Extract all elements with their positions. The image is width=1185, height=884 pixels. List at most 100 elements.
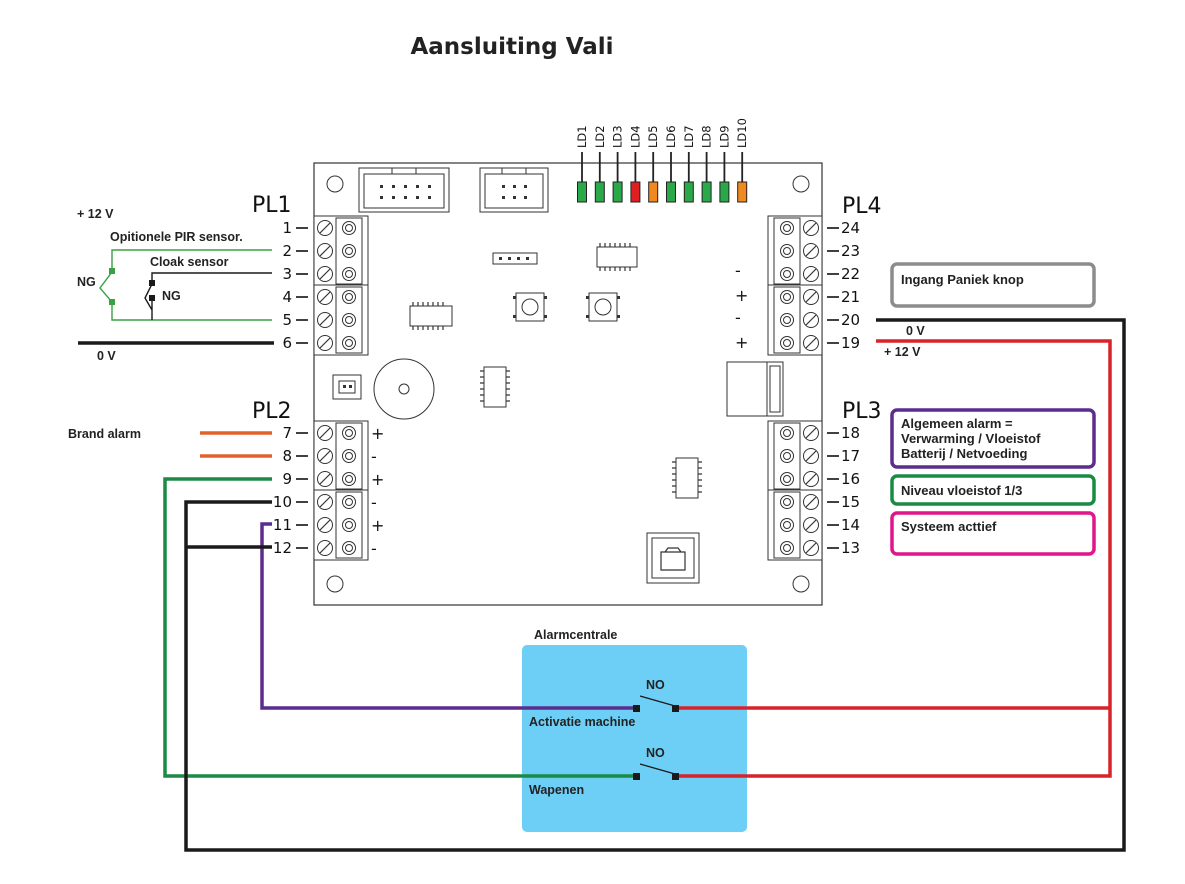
pin-number: 13 bbox=[841, 539, 860, 557]
switch-top-label: Activatie machine bbox=[529, 715, 635, 729]
polarity-mark: - bbox=[371, 539, 377, 558]
pin-number: 24 bbox=[841, 219, 860, 237]
push-button-icon bbox=[513, 292, 547, 322]
header-10pin bbox=[358, 167, 450, 213]
pin-number: 12 bbox=[273, 539, 292, 557]
pin-number: 17 bbox=[841, 447, 860, 465]
main-wiring bbox=[163, 318, 1126, 852]
pin-number: 10 bbox=[273, 493, 292, 511]
general-alarm-box bbox=[890, 408, 1096, 469]
led-label: LD7 bbox=[682, 125, 696, 148]
label-plus-12v-right: + 12 V bbox=[884, 345, 921, 359]
label-0v-right: 0 V bbox=[906, 324, 925, 338]
polarity-mark: - bbox=[371, 493, 377, 512]
led-icon bbox=[630, 181, 641, 203]
polarity-labels: +-+-+--+-+ bbox=[371, 261, 748, 558]
connector-label-pl2: PL2 bbox=[252, 399, 292, 424]
mounting-hole-icon bbox=[326, 575, 344, 593]
ic-chip-icon bbox=[480, 366, 510, 408]
label-pir-sensor: Opitionele PIR sensor. bbox=[110, 230, 243, 244]
switch-top-state: NO bbox=[646, 678, 665, 692]
general-alarm-line-3: Batterij / Netvoeding bbox=[901, 446, 1027, 461]
led-icon bbox=[594, 181, 605, 203]
switch-bottom-label: Wapenen bbox=[529, 783, 584, 797]
pin-number: 5 bbox=[282, 311, 292, 329]
pin-number: 20 bbox=[841, 311, 860, 329]
led-label: LD10 bbox=[735, 118, 749, 148]
pin-number: 21 bbox=[841, 288, 860, 306]
usb-port-icon bbox=[646, 532, 700, 584]
led-icon bbox=[666, 181, 676, 203]
pin-number: 22 bbox=[841, 265, 860, 283]
polarity-mark: + bbox=[735, 333, 748, 352]
switch-top-icon bbox=[633, 695, 679, 712]
switch-bottom-state: NO bbox=[646, 746, 665, 760]
pin-number: 6 bbox=[282, 334, 292, 352]
panic-input-label: Ingang Paniek knop bbox=[901, 272, 1024, 287]
general-alarm-line-1: Algemeen alarm = bbox=[901, 416, 1013, 431]
activation-wire bbox=[260, 522, 636, 710]
polarity-mark: + bbox=[371, 516, 384, 535]
liquid-level-box bbox=[890, 474, 1096, 506]
led-icon bbox=[737, 181, 748, 203]
connector-label-pl4: PL4 bbox=[842, 194, 882, 219]
contact-point-icon bbox=[109, 268, 115, 274]
ground-loop-wire bbox=[184, 318, 1126, 852]
plus-12v-wire bbox=[676, 339, 1112, 778]
polarity-mark: - bbox=[371, 447, 377, 466]
terminal-block-left bbox=[313, 215, 369, 561]
alarm-panel-box bbox=[522, 645, 747, 832]
pin-number: 11 bbox=[273, 516, 292, 534]
label-ng-inner: NG bbox=[162, 289, 181, 303]
led-icon bbox=[612, 181, 623, 203]
pin-number: 9 bbox=[282, 470, 292, 488]
sensor-wiring: + 12 V Opitionele PIR sensor. NG Cloak s… bbox=[68, 207, 274, 458]
panic-input-box bbox=[890, 262, 1096, 308]
led-icon bbox=[648, 181, 659, 203]
polarity-mark: + bbox=[371, 424, 384, 443]
cloak-sensor-wire bbox=[144, 272, 272, 320]
contact-point-icon bbox=[149, 280, 155, 286]
label-ng-left: NG bbox=[77, 275, 96, 289]
label-plus-12v-top: + 12 V bbox=[77, 207, 114, 221]
system-active-label: Systeem acttief bbox=[901, 519, 997, 534]
relay-icon bbox=[726, 361, 784, 417]
ic-chip-icon bbox=[672, 457, 702, 499]
led-label: LD4 bbox=[628, 125, 642, 148]
alarm-panel-title: Alarmcentrale bbox=[534, 628, 617, 642]
jumper-icon bbox=[332, 374, 362, 400]
led-label: LD3 bbox=[611, 125, 625, 148]
polarity-mark: - bbox=[735, 261, 741, 280]
led-label: LD6 bbox=[664, 125, 678, 148]
pin-number: 23 bbox=[841, 242, 860, 260]
contact-point-icon bbox=[149, 295, 155, 301]
switch-bottom-icon bbox=[633, 763, 679, 780]
connector-label-pl1: PL1 bbox=[252, 193, 292, 218]
pin-number: 16 bbox=[841, 470, 860, 488]
polarity-mark: - bbox=[735, 308, 741, 327]
mounting-hole-icon bbox=[792, 175, 810, 193]
push-button-icon bbox=[586, 292, 620, 322]
pin-number: 3 bbox=[282, 265, 292, 283]
pin-number: 1 bbox=[282, 219, 292, 237]
header-6pin bbox=[479, 167, 549, 213]
led-icon bbox=[683, 181, 694, 203]
diagram-title: Aansluiting Vali bbox=[410, 34, 613, 60]
system-active-box bbox=[890, 511, 1096, 556]
pin-number: 4 bbox=[282, 288, 292, 306]
led-label: LD2 bbox=[593, 125, 607, 148]
connector-4pin bbox=[492, 252, 538, 265]
pin-number: 8 bbox=[282, 447, 292, 465]
general-alarm-line-2: Verwarming / Vloeistof bbox=[901, 431, 1041, 446]
connector-label-pl3: PL3 bbox=[842, 399, 882, 424]
buzzer-icon bbox=[373, 358, 435, 420]
led-icon bbox=[701, 181, 712, 203]
ic-chip-icon bbox=[409, 302, 453, 330]
led-icon bbox=[719, 181, 730, 203]
mounting-hole-icon bbox=[792, 575, 810, 593]
